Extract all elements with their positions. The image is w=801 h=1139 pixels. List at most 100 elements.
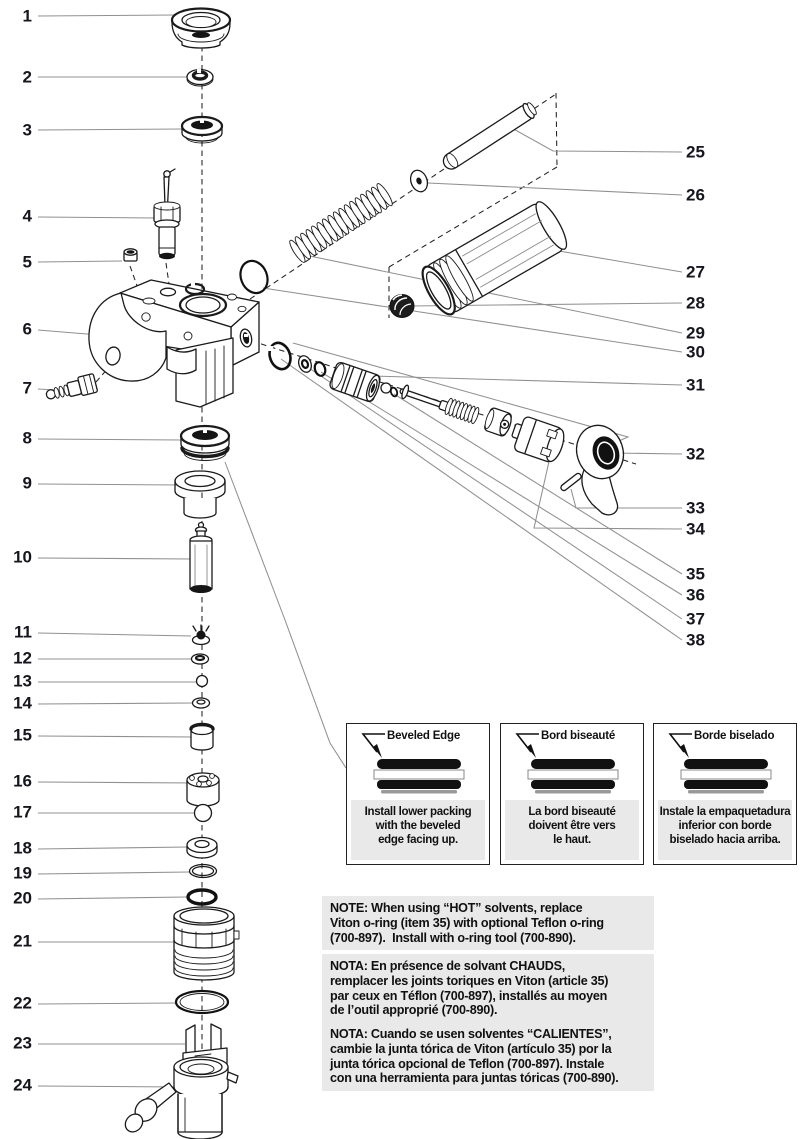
callout-number-26: 26: [686, 186, 705, 205]
beveled-edge-arrow-icon: [361, 733, 385, 758]
instruction-box-title: Beveled Edge: [387, 730, 461, 742]
callout-number-38: 38: [686, 631, 705, 650]
leader-line-31: [371, 375, 683, 386]
packing-illustration: [680, 759, 772, 794]
part-18-washer: [186, 836, 218, 859]
callout-number-6: 6: [23, 320, 32, 339]
part-30-o-ring: [239, 259, 269, 295]
leader-line-29: [299, 253, 683, 334]
callout-layer: 1234567891011121314151617181920212223242…: [13, 7, 705, 1095]
part-1-packing-nut: [170, 7, 232, 49]
part-36-o-ring: [313, 361, 327, 377]
callout-number-9: 9: [23, 474, 32, 493]
part-14-washer: [191, 697, 211, 709]
part-10-piston: [189, 521, 213, 593]
callout-number-11: 11: [14, 623, 32, 642]
packing-illustration: [373, 759, 465, 794]
callout-number-10: 10: [13, 548, 32, 567]
part-21-valve-seat-bushing: [173, 906, 240, 981]
callout-number-36: 36: [686, 586, 705, 605]
leader-line-10: [37, 557, 193, 560]
part-8-lower-packing: [179, 424, 231, 461]
leader-line-8: [37, 438, 183, 441]
part-22-o-ring: [174, 989, 230, 1015]
part-12-washer: [190, 653, 210, 665]
leader-line-26: [427, 182, 683, 196]
callout-number-8: 8: [23, 429, 32, 448]
leader-line-5: [37, 260, 123, 263]
note-spanish: NOTA: Cuando se usen solventes “CALIENTE…: [322, 1022, 654, 1092]
valve-seat: [484, 407, 512, 437]
leader-line-3: [37, 128, 185, 131]
instruction-box-english: Beveled Edge Install lower packing with …: [346, 723, 490, 865]
leader-line-18: [37, 846, 189, 850]
callout-number-13: 13: [13, 672, 32, 691]
part-16-valve-cage: [186, 772, 220, 807]
part-38-retaining-ring: [268, 341, 292, 371]
callout-number-34: 34: [686, 520, 705, 539]
callout-number-3: 3: [23, 121, 32, 140]
callout-number-16: 16: [13, 772, 32, 791]
callout-number-21: 21: [13, 932, 32, 951]
part-17-ball: [193, 803, 213, 823]
part-35-o-ring-and-ball: [380, 382, 399, 398]
part-5-nut: [123, 248, 138, 262]
parts-art: [45, 7, 625, 1139]
callout-number-20: 20: [13, 889, 32, 908]
callout-number-37: 37: [686, 610, 705, 629]
part-4-outlet-valve: [153, 168, 181, 260]
instruction-box-text: Install lower packing with the beveled e…: [351, 800, 485, 860]
callout-number-5: 5: [23, 253, 32, 272]
handle-guide-line: [292, 342, 630, 445]
leader-line-36: [320, 371, 683, 596]
beveled-edge-box-leader: [224, 461, 347, 769]
callout-number-19: 19: [13, 864, 32, 883]
packing-illustration: [527, 759, 619, 794]
leader-line-11: [37, 632, 192, 637]
leader-line-20: [37, 896, 188, 900]
callout-number-27: 27: [686, 263, 705, 282]
part-28-spring-end: [389, 294, 415, 318]
part-7-inlet-fitting: [45, 373, 98, 400]
callout-number-30: 30: [686, 343, 705, 362]
leader-line-35: [393, 393, 683, 575]
callout-number-2: 2: [23, 68, 32, 87]
leader-line-1: [37, 14, 175, 17]
callout-number-28: 28: [686, 294, 705, 313]
callout-number-35: 35: [686, 565, 705, 584]
part-31-valve-body: [329, 361, 381, 403]
part-32-handle: [575, 424, 625, 516]
callout-number-31: 31: [686, 376, 705, 395]
leader-line-34: [533, 456, 683, 530]
leader-line-9: [37, 483, 181, 486]
beveled-edge-arrow-icon: [668, 733, 692, 758]
part-33-pin: [560, 472, 582, 492]
callout-number-33: 33: [686, 499, 705, 518]
callout-number-17: 17: [13, 803, 32, 822]
leader-line-25: [509, 126, 683, 153]
leader-line-22: [37, 1002, 178, 1005]
leader-line-37: [305, 365, 683, 620]
leader-line-24: [37, 1085, 183, 1088]
part-9-packing-gland: [174, 470, 226, 519]
callout-number-12: 12: [13, 649, 32, 668]
part-19-o-ring: [188, 863, 218, 879]
callout-number-22: 22: [13, 994, 32, 1013]
leader-line-19: [37, 871, 190, 875]
leader-line-38: [280, 358, 683, 641]
note-french: NOTA: En présence de solvant CHAUDS, rem…: [322, 954, 654, 1024]
callout-number-15: 15: [13, 726, 32, 745]
guide-lines: [224, 342, 630, 769]
part-6-pump-block: [88, 279, 260, 408]
part-15-seat-cup: [189, 722, 215, 751]
callout-number-32: 32: [686, 445, 705, 464]
part-11-retainer: [191, 624, 211, 646]
part-29-spring: [289, 183, 393, 263]
callout-number-7: 7: [23, 379, 32, 398]
leader-line-15: [37, 735, 195, 738]
callout-number-18: 18: [13, 839, 32, 858]
callout-number-14: 14: [13, 694, 32, 713]
instruction-box-spanish: Borde biselado Instale la empaquetadura …: [653, 723, 797, 865]
part-13-ball: [195, 674, 209, 688]
